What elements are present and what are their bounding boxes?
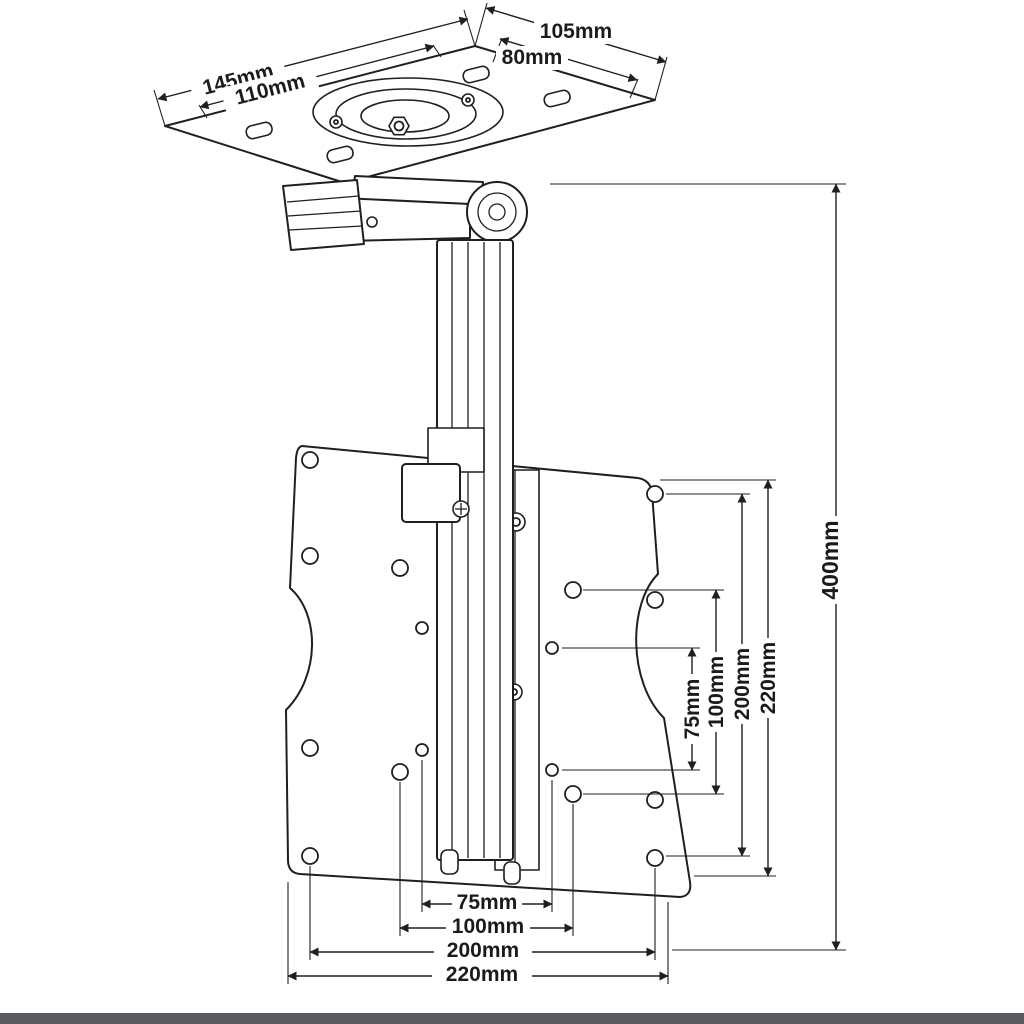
dim-vesa-v75-label: 75mm bbox=[681, 679, 704, 740]
telescopic-arm bbox=[401, 239, 540, 885]
dim-vesa-v200-label: 200mm bbox=[731, 648, 754, 720]
dim-vesa-h75-label: 75mm bbox=[457, 891, 518, 914]
dim-vesa-h220-label: 220mm bbox=[446, 963, 518, 986]
footer-bar bbox=[0, 1013, 1024, 1024]
dim-vesa-v100-label: 100mm bbox=[705, 656, 728, 728]
dimension-annotations: 105mm 80mm 145mm 110mm 75mm bbox=[153, 2, 846, 986]
dim-vesa-h100-label: 100mm bbox=[452, 915, 524, 938]
dim-overall-height-label: 400mm bbox=[817, 520, 843, 599]
pivot-knob bbox=[466, 181, 528, 243]
swivel-boss bbox=[312, 77, 504, 147]
dim-vesa-h200-label: 200mm bbox=[447, 939, 519, 962]
tilt-hinge bbox=[282, 175, 528, 251]
dim-top-outer-width-label: 105mm bbox=[540, 20, 612, 43]
arm-clamp bbox=[401, 463, 461, 523]
dim-vesa-v220-label: 220mm bbox=[757, 642, 780, 714]
dim-top-inner-width-label: 80mm bbox=[502, 46, 563, 69]
